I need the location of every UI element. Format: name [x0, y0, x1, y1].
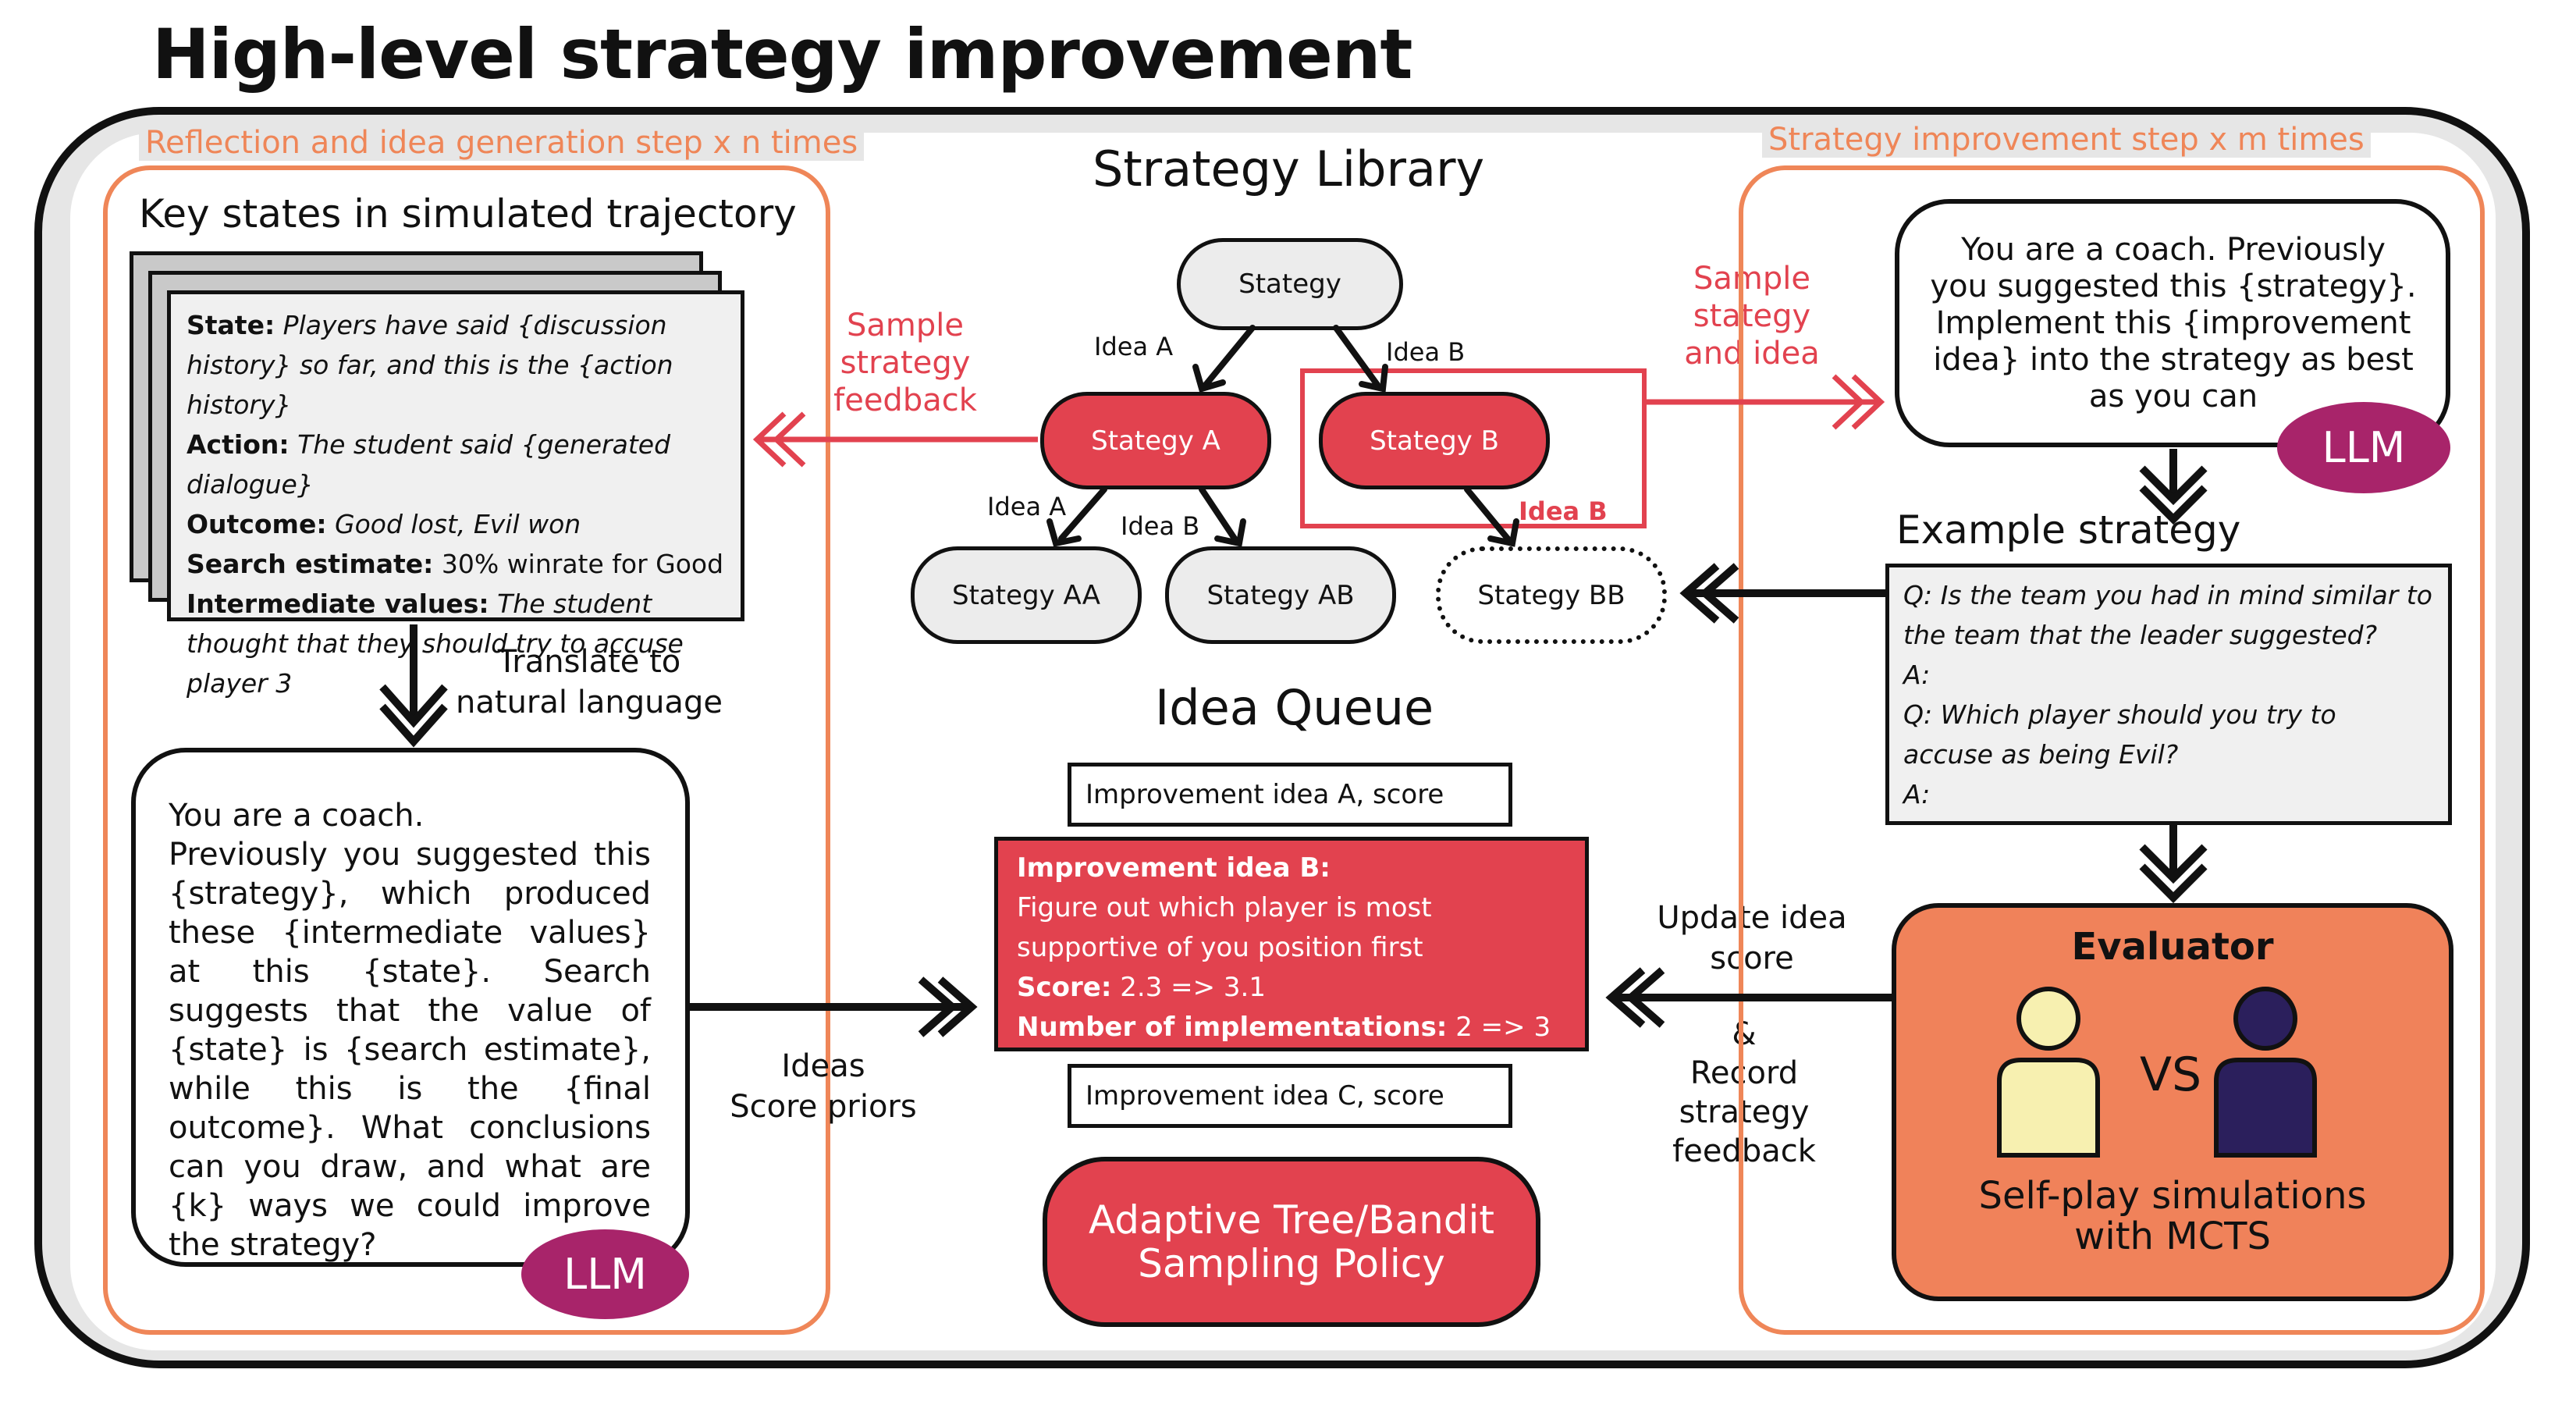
- record-feedback-label: & Record strategy feedback: [1672, 1016, 1816, 1169]
- edge-label-root-b: Idea B: [1386, 337, 1466, 367]
- idea-queue-title: Idea Queue: [1155, 679, 1434, 736]
- example-strategy-heading: Example strategy: [1896, 507, 2241, 553]
- ideas-score-label: Ideas Score priors: [730, 1048, 917, 1125]
- edge-label-a-ab: Idea B: [1121, 511, 1200, 541]
- queue-item-b-desc: Figure out which player is most supporti…: [1017, 892, 1432, 963]
- node-strategy-aa: Stategy AA: [911, 546, 1142, 644]
- node-strategy-a: Stategy A: [1040, 392, 1271, 489]
- example-to-evaluator-arrow: [2139, 825, 2208, 904]
- node-strategy-bb: Stategy BB: [1436, 546, 1667, 644]
- edge-root-b: [1333, 325, 1380, 388]
- reflection-prompt-text: You are a coach. Previously you suggeste…: [169, 798, 651, 1263]
- improvement-panel-label: Strategy improvement step x m times: [1762, 122, 2371, 158]
- reflection-prompt-bubble: [131, 748, 690, 1267]
- update-score-label: Update idea score: [1657, 900, 1847, 976]
- player-light-icon: [1997, 987, 2100, 1158]
- queue-item-b-score: Score: 2.3 => 3.1: [1017, 972, 1266, 1003]
- improvement-panel: [1739, 165, 2485, 1335]
- edge-label-a-aa: Idea A: [987, 492, 1067, 521]
- edge-label-b-bb: Idea B: [1519, 496, 1608, 526]
- llm-to-example-arrow: [2139, 449, 2208, 525]
- edge-root-b-head: [1359, 364, 1388, 393]
- example-line-1: Q: Is the team you had in mind similar t…: [1903, 580, 2432, 650]
- edge-b-bb-head: [1487, 518, 1519, 547]
- adaptive-sampling-policy: Adaptive Tree/Bandit Sampling Policy: [1043, 1157, 1540, 1327]
- node-strategy-ab: Stategy AB: [1165, 546, 1396, 644]
- queue-item-b-title: Improvement idea B:: [1017, 852, 1331, 884]
- player-dark-icon: [2214, 987, 2317, 1158]
- example-strategy-card: Q: Is the team you had in mind similar t…: [1885, 564, 2452, 825]
- strategy-library-title: Strategy Library: [1093, 140, 1485, 197]
- sample-idea-label: Sample stategy and idea: [1684, 261, 1820, 372]
- llm-badge-right: LLM: [2277, 402, 2450, 493]
- llm-badge-left: LLM: [521, 1229, 689, 1319]
- translate-arrow: [379, 624, 448, 748]
- search-estimate-row: Search estimate: 30% winrate for Good: [187, 549, 724, 579]
- edge-root-a-head: [1192, 364, 1226, 393]
- state-row: State: Players have said {discussion his…: [187, 310, 673, 420]
- queue-item-a: Improvement idea A, score: [1068, 763, 1512, 827]
- ideas-to-queue-arrow: [690, 976, 978, 1037]
- node-strategy-root: Stategy: [1177, 238, 1403, 330]
- evaluator-box: [1892, 903, 2453, 1301]
- example-line-2: A:: [1903, 660, 1931, 690]
- vs-label: VS: [2140, 1048, 2202, 1102]
- edge-a-ab: [1199, 486, 1238, 542]
- outcome-row: Outcome: Good lost, Evil won: [187, 509, 581, 539]
- selected-node-highlight: [1300, 368, 1647, 528]
- edge-label-root-a: Idea A: [1094, 332, 1174, 361]
- reflection-panel: [103, 165, 830, 1335]
- edge-a-ab-head: [1214, 518, 1246, 547]
- sample-feedback-arrow: [752, 411, 1038, 468]
- trajectory-state-card: State: Players have said {discussion his…: [167, 290, 744, 699]
- evaluator-to-queue-arrow: [1605, 967, 1892, 1028]
- example-line-4: A:: [1903, 779, 1931, 809]
- queue-item-c: Improvement idea C, score: [1068, 1064, 1512, 1128]
- node-strategy-b: Stategy B: [1319, 392, 1550, 489]
- intermediate-values-row: Intermediate values: The student thought…: [187, 589, 684, 699]
- evaluator-caption: Self-play simulations with MCTS: [1978, 1174, 2367, 1258]
- translate-label: Translate to natural language: [456, 644, 723, 720]
- queue-item-b: Improvement idea B: Figure out which pla…: [994, 837, 1589, 1051]
- page-title: High-level strategy improvement: [152, 14, 1412, 94]
- edge-b-bb: [1464, 486, 1511, 542]
- key-states-heading: Key states in simulated trajectory: [139, 191, 797, 237]
- sample-feedback-label: Sample strategy feedback: [833, 308, 977, 418]
- edge-a-aa: [1058, 486, 1107, 542]
- edge-root-a: [1203, 325, 1256, 388]
- edge-a-aa-head: [1046, 518, 1082, 547]
- example-line-3: Q: Which player should you try to accuse…: [1903, 699, 2336, 770]
- improvement-prompt-text: You are a coach. Previously you suggeste…: [1930, 232, 2417, 414]
- sample-idea-arrow: [1647, 374, 1885, 430]
- reflection-panel-label: Reflection and idea generation step x n …: [139, 125, 865, 161]
- queue-item-b-impl: Number of implementations: 2 => 3: [1017, 1012, 1551, 1043]
- evaluator-title: Evaluator: [2071, 925, 2274, 969]
- example-to-bb-arrow: [1679, 563, 1885, 624]
- action-row: Action: The student said {generated dial…: [187, 429, 671, 500]
